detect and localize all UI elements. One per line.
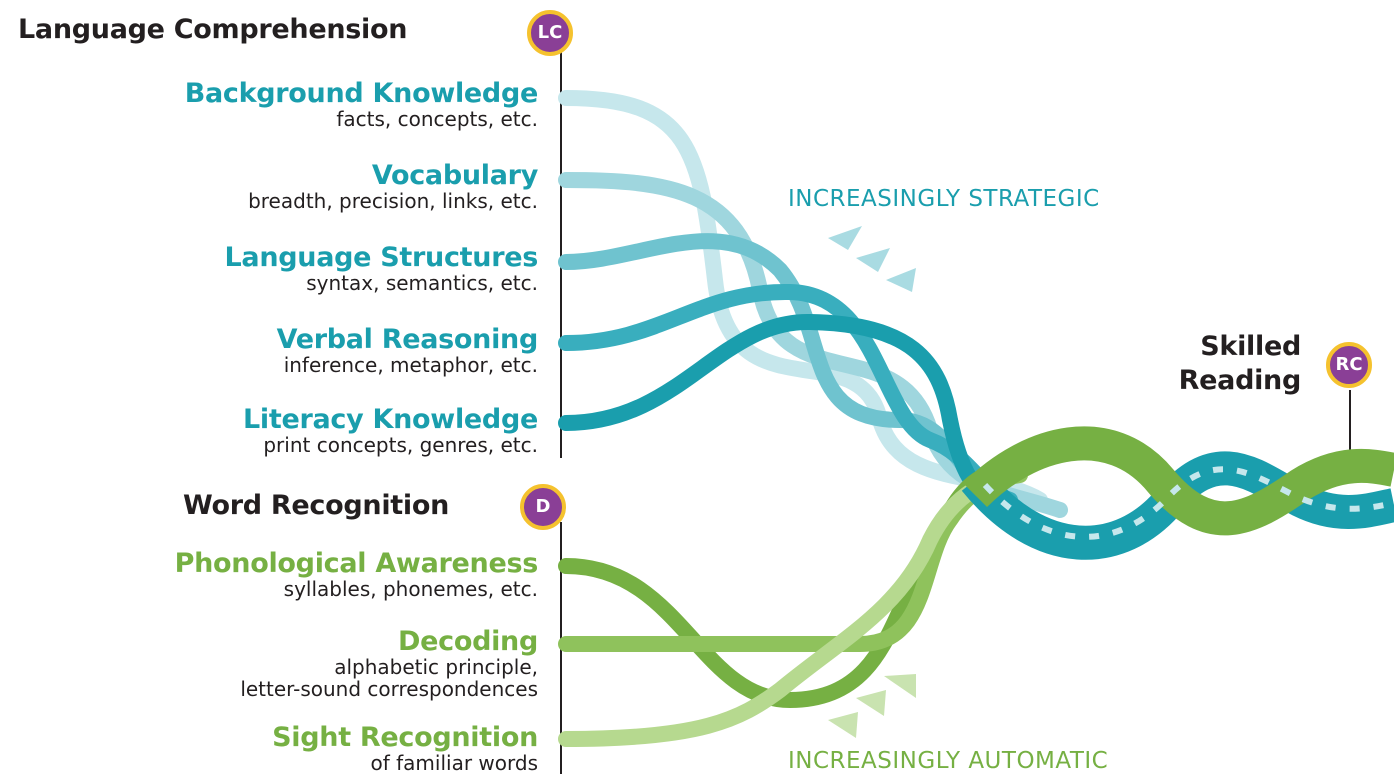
skill-name: Vocabulary <box>371 160 538 191</box>
skill-verbal-reasoning: Verbal Reasoning inference, metaphor, et… <box>276 324 539 377</box>
skill-name: Decoding <box>397 626 538 657</box>
skill-background-knowledge: Background Knowledge facts, concepts, et… <box>184 78 539 131</box>
strategic-arrows <box>828 226 916 292</box>
skill-decoding: Decoding alphabetic principle, letter-so… <box>240 626 538 701</box>
skill-language-structures: Language Structures syntax, semantics, e… <box>224 242 539 295</box>
skill-name: Phonological Awareness <box>174 548 539 579</box>
strand-literacy-knowledge <box>558 313 1008 513</box>
skill-vocabulary: Vocabulary breadth, precision, links, et… <box>248 160 538 213</box>
skill-name: Language Structures <box>224 242 539 273</box>
skill-desc: syllables, phonemes, etc. <box>283 577 538 601</box>
strategic-label: INCREASINGLY STRATEGIC <box>788 186 1100 212</box>
lc-strands <box>558 90 1068 518</box>
wr-badge: D <box>520 484 566 530</box>
skill-desc-line2: letter-sound correspondences <box>240 677 538 701</box>
skill-name: Literacy Knowledge <box>243 404 538 435</box>
lc-badge: LC <box>527 10 573 56</box>
skill-desc: breadth, precision, links, etc. <box>248 189 538 213</box>
skill-desc: facts, concepts, etc. <box>336 107 538 131</box>
skill-desc: syntax, semantics, etc. <box>306 271 538 295</box>
strand-sight-recognition <box>558 470 1018 747</box>
strand-background-knowledge <box>558 90 1048 508</box>
lc-heading: Language Comprehension <box>18 14 408 45</box>
rc-badge: RC <box>1326 342 1372 388</box>
skill-desc: inference, metaphor, etc. <box>283 353 538 377</box>
skilled-reading-label: Skilled Reading <box>1178 330 1302 398</box>
skill-desc: of familiar words <box>370 751 539 775</box>
wr-strands <box>558 462 1028 747</box>
skilled-reading-line2: Reading <box>1178 365 1302 396</box>
arrow-triangle <box>828 712 858 738</box>
arrow-triangle <box>884 674 916 698</box>
rope-teal-strand <box>961 451 1394 560</box>
automatic-label: INCREASINGLY AUTOMATIC <box>788 748 1109 774</box>
skill-literacy-knowledge: Literacy Knowledge print concepts, genre… <box>243 404 538 457</box>
wr-heading: Word Recognition <box>183 490 450 521</box>
skill-sight-recognition: Sight Recognition of familiar words <box>272 722 539 775</box>
skill-desc-line1: alphabetic principle, <box>334 655 538 679</box>
arrow-triangle <box>828 226 862 250</box>
automatic-arrows <box>828 674 916 738</box>
skill-name: Sight Recognition <box>272 722 538 753</box>
rope-green-strand <box>962 426 1394 536</box>
strand-phonological-awareness <box>558 462 1008 709</box>
skill-desc: print concepts, genres, etc. <box>263 433 538 457</box>
skilled-reading-rope <box>961 426 1394 560</box>
arrow-triangle <box>856 248 890 272</box>
skill-name: Verbal Reasoning <box>276 324 539 355</box>
skilled-reading-line1: Skilled <box>1200 331 1301 362</box>
skill-name: Background Knowledge <box>184 78 539 109</box>
skill-phonological-awareness: Phonological Awareness syllables, phonem… <box>174 548 539 601</box>
arrow-triangle <box>886 268 916 292</box>
arrow-triangle <box>856 690 886 716</box>
